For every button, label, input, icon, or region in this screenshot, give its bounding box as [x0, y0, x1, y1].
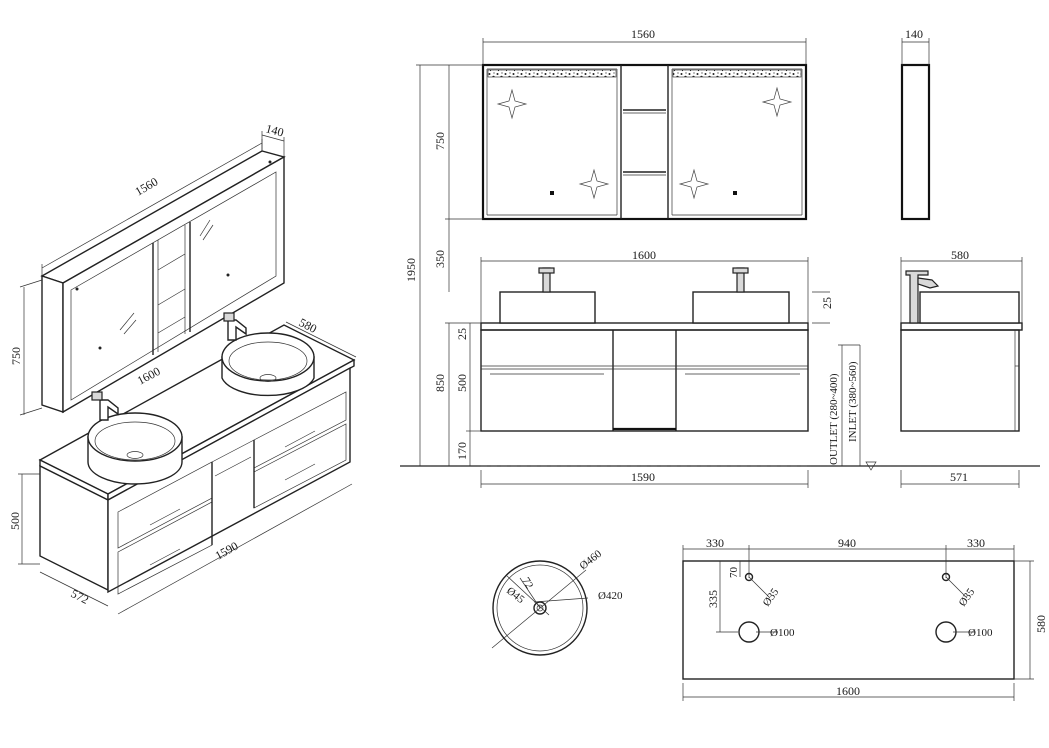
iso-vanity-width-label: 1590	[213, 539, 241, 563]
top-edge-right-label: 330	[967, 536, 985, 550]
iso-basin-left	[87, 391, 183, 485]
side-counter-depth-label: 580	[951, 248, 969, 262]
top-drain-left-label: Ø100	[770, 627, 795, 639]
top-view: 330 940 330 Ø35 Ø35 70 335 Ø100 Ø100 580…	[682, 536, 1048, 701]
iso-cabinet-width-label: 1560	[133, 174, 161, 198]
side-vanity-depth-label: 571	[950, 470, 968, 484]
iso-basin-right	[221, 312, 315, 397]
front-vanity-width-label: 1590	[631, 470, 655, 484]
iso-vanity-height-label: 500	[8, 512, 22, 530]
front-cabinet-height-label: 750	[433, 132, 447, 150]
basin-outer-diameter-label: Ø460	[577, 548, 604, 573]
top-center-spacing-label: 940	[838, 536, 856, 550]
front-vanity-dimensions: 1600 25 25 850 500 170 1590	[433, 248, 834, 488]
basin-inner-diameter-label: Ø420	[598, 590, 623, 602]
basin-detail: Ø460 Ø420 Ø45 72	[491, 548, 623, 656]
iso-cabinet-depth-label: 140	[264, 121, 285, 139]
top-edge-left-label: 330	[706, 536, 724, 550]
top-tap-hole-right-label: Ø35	[957, 586, 978, 609]
iso-cabinet-height-label: 750	[9, 347, 23, 365]
iso-mirror-cabinet	[40, 150, 286, 414]
top-width-label: 1600	[836, 684, 860, 698]
top-tap-hole-left-label: Ø35	[761, 586, 782, 609]
front-cabinet-dimensions: 1560 750 350 1950	[404, 27, 807, 466]
top-tap-depth-label: 335	[706, 590, 720, 608]
front-basin-rim-label: 25	[820, 297, 834, 309]
front-mirror-cabinet	[481, 63, 808, 221]
iso-vanity	[39, 366, 351, 595]
top-depth-label: 580	[1034, 615, 1048, 633]
outlet-range-label: OUTLET (280~400)	[828, 373, 840, 465]
front-floor-clearance-label: 170	[455, 442, 469, 460]
front-counter-thickness-label: 25	[455, 328, 469, 340]
top-drain-right-label: Ø100	[968, 627, 993, 639]
front-view: 1560 750 350 1950	[400, 27, 1040, 488]
top-tap-offset-label: 70	[728, 567, 740, 579]
front-gap-label: 350	[433, 250, 447, 268]
basin-depth-label: 72	[519, 576, 535, 592]
front-plumbing-notes: OUTLET (280~400) INLET (380~560)	[828, 344, 877, 471]
front-cabinet-width-label: 1560	[631, 27, 655, 41]
front-counter-width-label: 1600	[632, 248, 656, 262]
inlet-range-label: INLET (380~560)	[847, 361, 859, 442]
side-view: 140 580 571	[900, 27, 1023, 488]
isometric-view: 1560 140 750 1600 580	[8, 121, 357, 615]
front-mount-height-label: 850	[433, 374, 447, 392]
iso-vanity-depth-label: 572	[69, 586, 91, 607]
side-cabinet-depth-label: 140	[905, 27, 923, 41]
front-vanity	[480, 267, 809, 432]
front-drawer-height-label: 500	[455, 374, 469, 392]
front-total-height-label: 1950	[404, 258, 418, 282]
